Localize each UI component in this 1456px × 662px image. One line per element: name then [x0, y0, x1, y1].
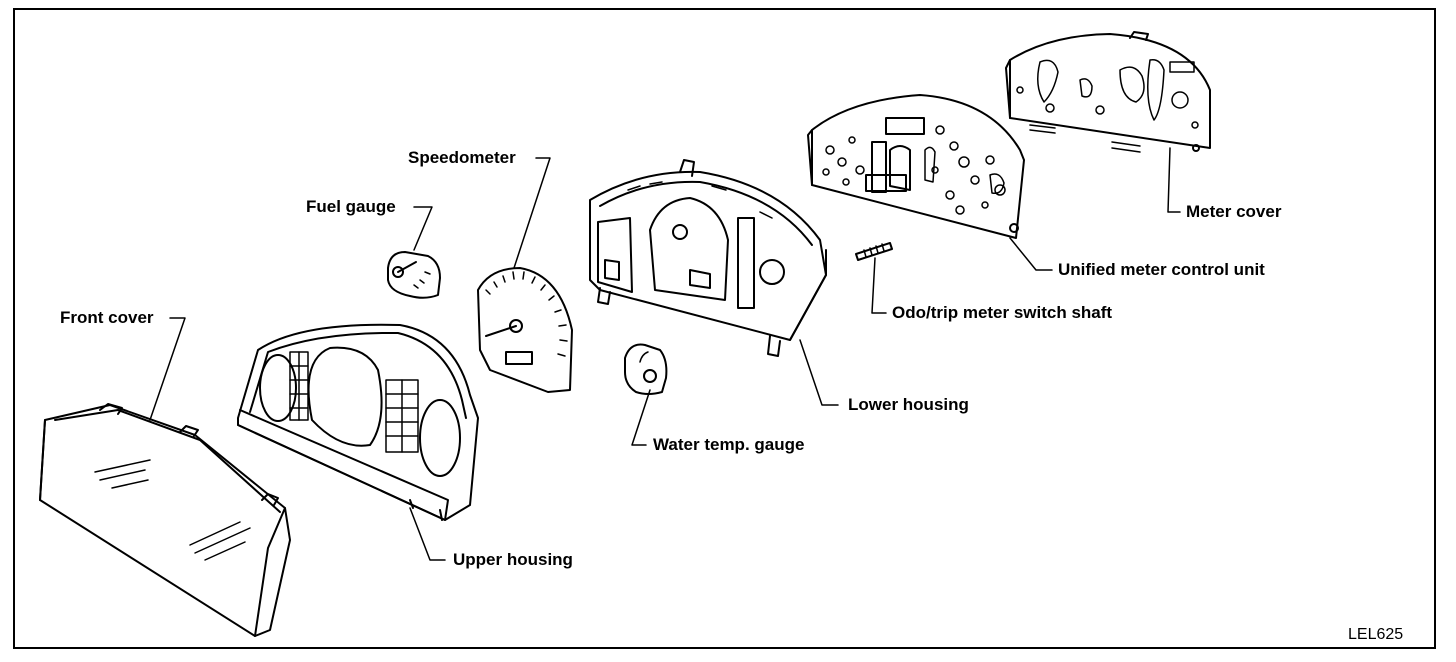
label-lower-housing: Lower housing [848, 395, 969, 414]
leader-lines [149, 147, 1181, 561]
unified-meter-control-unit-part [807, 94, 1025, 239]
lower-housing-part [589, 159, 827, 357]
odo-trip-shaft-part [855, 242, 893, 261]
upper-housing-part [237, 323, 479, 521]
meter-cover-part [1005, 31, 1211, 153]
diagram-frame [13, 8, 1436, 649]
label-water-temp-gauge: Water temp. gauge [653, 435, 805, 454]
label-fuel-gauge: Fuel gauge [306, 197, 396, 216]
label-speedometer: Speedometer [408, 148, 516, 167]
label-front-cover: Front cover [60, 308, 154, 327]
label-odo-trip-meter-switch-shaft: Odo/trip meter switch shaft [892, 303, 1113, 322]
fuel-gauge-part [387, 251, 441, 299]
speedometer-part [477, 267, 573, 393]
figure-code: LEL625 [1348, 626, 1404, 643]
water-temp-gauge-part [624, 343, 668, 395]
label-unified-meter-control-unit: Unified meter control unit [1058, 260, 1265, 279]
label-upper-housing: Upper housing [453, 550, 573, 569]
label-meter-cover: Meter cover [1186, 202, 1282, 221]
front-cover-part [39, 403, 291, 637]
